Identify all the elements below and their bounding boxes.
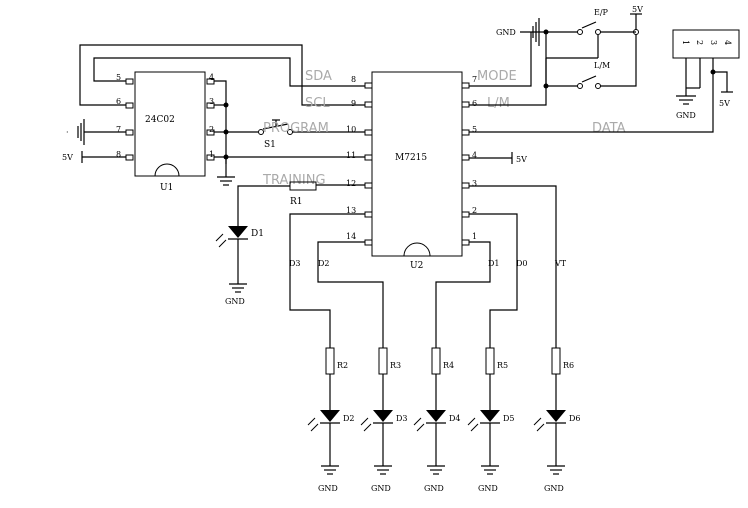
u1-pin-7 xyxy=(125,129,134,136)
u2-pin-label: 5 xyxy=(472,125,477,134)
resistor-r5 xyxy=(485,347,495,375)
u1-vcc-label: 5V xyxy=(62,153,73,162)
switch-gnd-label: GND xyxy=(496,28,516,37)
d5-gnd-label: GND xyxy=(478,484,498,493)
s1-label: S1 xyxy=(264,140,276,150)
u2-pin-label: 3 xyxy=(472,179,477,188)
d6-gnd-label: GND xyxy=(544,484,564,493)
u2-pin-label: 2 xyxy=(472,206,477,215)
led-d6: D6 GND xyxy=(533,374,581,493)
u1-pin-8 xyxy=(125,154,134,161)
signal-training: TRAINING xyxy=(262,173,326,188)
u2-pin-label: 10 xyxy=(346,125,356,134)
d4-label: D4 xyxy=(449,414,461,423)
training-branch: R1 D1 GND xyxy=(215,181,365,306)
eeprom-body xyxy=(134,71,206,177)
switch-ep-label: E/P xyxy=(594,8,609,17)
u1-pin-label: 5 xyxy=(116,73,121,82)
u2-pin-label: 8 xyxy=(351,75,356,84)
gnd-tick: · xyxy=(66,128,69,137)
r6-label: R6 xyxy=(563,361,574,370)
led-resistors: R2 R3 R4 R5 R6 xyxy=(325,347,574,375)
u1-pin-6 xyxy=(125,102,134,109)
d2-label: D2 xyxy=(343,414,355,423)
u1-pin-5 xyxy=(125,78,134,85)
u2-pin-label: 11 xyxy=(346,151,356,160)
u1-pin-label: 1 xyxy=(209,150,214,159)
led-d3: D3 GND xyxy=(360,374,408,493)
u2-pin-label: 12 xyxy=(346,179,356,188)
u2-pin-label: 4 xyxy=(472,151,477,160)
net-label-vt: VT xyxy=(554,259,567,268)
d6-label: D6 xyxy=(569,414,581,423)
mcu-name: M7215 xyxy=(395,153,427,163)
connector-pin-label: 2 xyxy=(695,40,704,45)
signal-sda: SDA xyxy=(305,69,332,84)
r1-label: R1 xyxy=(290,197,303,207)
connector-gnd-label: GND xyxy=(676,111,696,120)
resistor-r2 xyxy=(325,347,335,375)
r3-label: R3 xyxy=(390,361,401,370)
switch-s1: S1 xyxy=(258,119,366,150)
d5-label: D5 xyxy=(503,414,515,423)
signal-data: DATA xyxy=(592,121,626,136)
d3-gnd-label: GND xyxy=(371,484,391,493)
d1-label: D1 xyxy=(251,229,264,239)
mcu-chip: M7215 U2 8 9 10 11 12 13 14 7 6 5 4 3 2 … xyxy=(346,71,477,271)
signal-program: PROGRAM xyxy=(263,121,329,136)
d4-gnd-label: GND xyxy=(424,484,444,493)
u2-pin-label: 6 xyxy=(472,99,477,108)
switch-vcc-label: 5V xyxy=(632,5,643,14)
led-d2: D2 GND xyxy=(307,374,355,493)
u1-pin-label: 8 xyxy=(116,150,121,159)
resistor-r6 xyxy=(551,347,561,375)
d1-gnd-label: GND xyxy=(225,297,245,306)
eeprom-name: 24C02 xyxy=(145,115,175,125)
eeprom-notch xyxy=(154,163,180,177)
eeprom-chip: 24C02 U1 5 6 7 8 4 3 2 1 xyxy=(116,71,215,193)
resistor-r3 xyxy=(378,347,388,375)
signal-lm: L/M xyxy=(487,96,510,111)
connector-pin-label: 4 xyxy=(723,40,732,45)
net-label-d2: D2 xyxy=(318,259,330,268)
connector-pin-label: 3 xyxy=(709,40,718,45)
r2-label: R2 xyxy=(337,361,348,370)
mcu-body xyxy=(371,71,463,257)
u2-pin-label: 1 xyxy=(472,232,477,241)
connector-body xyxy=(672,29,740,59)
u1-pin-label: 6 xyxy=(116,97,121,106)
resistor-r4 xyxy=(431,347,441,375)
u2-pin-label: 7 xyxy=(472,75,477,84)
connector: 1 2 3 4 GND 5V xyxy=(672,29,740,120)
u1-pin-label: 2 xyxy=(209,125,214,134)
r4-label: R4 xyxy=(443,361,454,370)
u1-pin-label: 7 xyxy=(116,125,121,134)
u2-pin-label: 13 xyxy=(346,206,356,215)
u2-vcc-label: 5V xyxy=(516,155,527,164)
mode-switch-wiring: GND E/P 5V L/M xyxy=(469,5,643,106)
net-label-d0: D0 xyxy=(516,259,528,268)
u1-pin-label: 3 xyxy=(209,97,214,106)
d2-gnd-label: GND xyxy=(318,484,338,493)
eeprom-ref: U1 xyxy=(160,183,173,193)
led-d4: D4 GND xyxy=(413,374,461,493)
connector-pin-label: 1 xyxy=(681,40,690,45)
r5-label: R5 xyxy=(497,361,508,370)
u1-pin-label: 4 xyxy=(209,73,214,82)
switch-lm-label: L/M xyxy=(594,61,610,70)
net-label-d3: D3 xyxy=(289,259,301,268)
signal-scl: SCL xyxy=(305,96,330,111)
led-d5: D5 GND xyxy=(467,374,515,493)
signal-mode: MODE xyxy=(477,69,517,84)
u2-pin-label: 9 xyxy=(351,99,356,108)
mcu-notch xyxy=(403,242,431,257)
u2-pin-label: 14 xyxy=(346,232,356,241)
u1-wiring: · 5V xyxy=(62,44,366,186)
connector-vcc-label: 5V xyxy=(719,99,730,108)
mcu-ref: U2 xyxy=(410,261,423,271)
net-label-d1: D1 xyxy=(488,259,500,268)
d3-label: D3 xyxy=(396,414,408,423)
